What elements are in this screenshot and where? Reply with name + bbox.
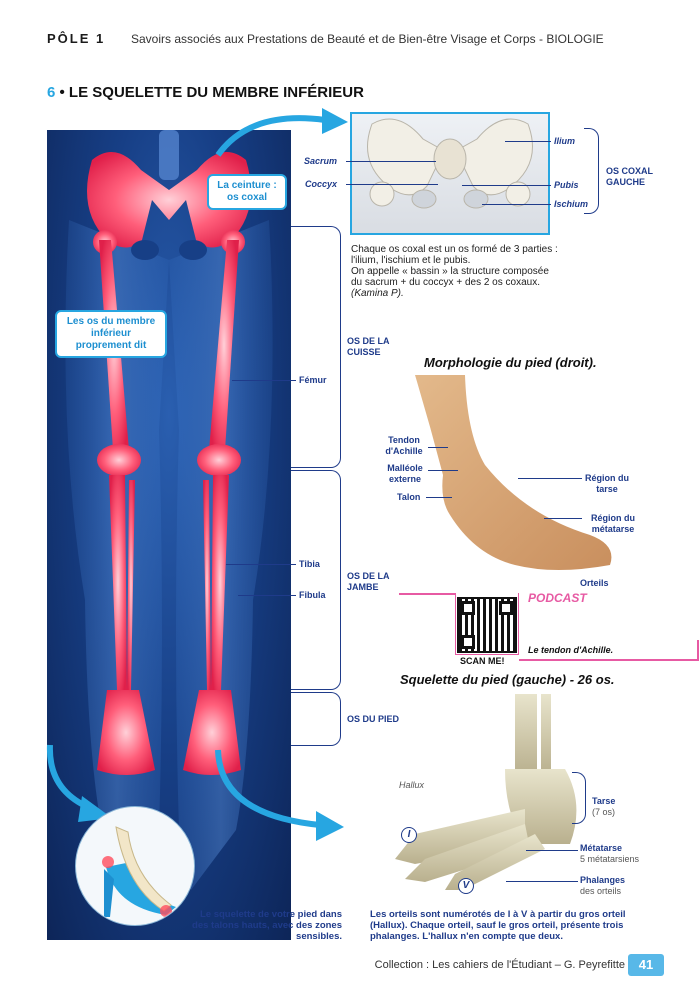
foot-skeleton-image bbox=[395, 694, 577, 890]
heel-drawing bbox=[102, 826, 176, 917]
leader-coccyx bbox=[346, 184, 438, 185]
label-phalanges: Phalanges des orteils bbox=[580, 875, 625, 897]
tarse-count: (7 os) bbox=[592, 807, 616, 817]
label-os-pied: OS DU PIED bbox=[347, 714, 400, 724]
caption-orteils: Les orteils sont numérotés de I à V à pa… bbox=[370, 909, 626, 942]
header-pole: PÔLE 1 bbox=[47, 31, 106, 46]
label-fibula: Fibula bbox=[299, 590, 326, 600]
skeleton-foot-title: Squelette du pied (gauche) - 26 os. bbox=[400, 672, 615, 687]
pelvis-image bbox=[350, 112, 550, 235]
label-os-jambe: OS DE LA JAMBE bbox=[347, 571, 390, 592]
label-region-tarse: Région du tarse bbox=[585, 473, 629, 494]
label-tendon-achille: Tendon d'Achille bbox=[385, 435, 423, 456]
pelvis-text-3: On appelle « bassin » la structure compo… bbox=[351, 266, 549, 277]
roman-one: I bbox=[407, 829, 411, 840]
scan-me-label[interactable]: SCAN ME! bbox=[460, 656, 505, 666]
leader-ischium bbox=[482, 204, 551, 205]
label-orteils: Orteils bbox=[580, 578, 609, 588]
leader-sacrum bbox=[346, 161, 436, 162]
leader-tibia bbox=[226, 564, 296, 565]
leader-malleole bbox=[428, 470, 458, 471]
caption-talons: Le squelette de votre pied dans des talo… bbox=[192, 909, 342, 942]
leader-fibula bbox=[238, 595, 296, 596]
label-talon: Talon bbox=[397, 492, 421, 502]
section-title-text: • LE SQUELETTE DU MEMBRE INFÉRIEUR bbox=[59, 84, 364, 101]
label-ilium: Ilium bbox=[554, 136, 576, 146]
callout-membre-inferieur: Les os du membre inférieur proprement di… bbox=[55, 310, 167, 358]
pelvis-description: Chaque os coxal est un os formé de 3 par… bbox=[351, 244, 631, 299]
phalanges-title: Phalanges bbox=[580, 875, 626, 885]
label-ischium: Ischium bbox=[554, 199, 589, 209]
label-tarse: Tarse (7 os) bbox=[592, 796, 615, 818]
label-femur: Fémur bbox=[299, 375, 327, 385]
leg-skeleton-panel: La ceinture : os coxal Les os du membre … bbox=[47, 130, 291, 940]
section-number: 6 bbox=[47, 84, 56, 101]
bracket-jambe bbox=[291, 470, 341, 690]
label-os-coxal-gauche: OS COXAL GAUCHE bbox=[606, 166, 653, 187]
roman-five: V bbox=[462, 880, 470, 891]
leader-talon bbox=[426, 497, 452, 498]
label-sacrum: Sacrum bbox=[304, 156, 338, 166]
bracket-cuisse bbox=[291, 226, 341, 468]
podcast-topic: Le tendon d'Achille. bbox=[528, 645, 614, 655]
roman-one-badge: I bbox=[401, 827, 417, 843]
leader-tendon bbox=[428, 447, 448, 448]
leader-metatarse-skeleton bbox=[526, 850, 578, 851]
label-region-metatarse: Région du métatarse bbox=[591, 513, 635, 534]
label-malleole-externe: Malléole externe bbox=[387, 463, 423, 484]
callout-ceinture: La ceinture : os coxal bbox=[207, 174, 287, 210]
leg-skeleton-illustration bbox=[65, 130, 273, 890]
leader-pubis bbox=[462, 185, 551, 186]
page-number: 41 bbox=[628, 954, 664, 976]
tarse-title: Tarse bbox=[592, 796, 616, 806]
foot-morphology-image bbox=[415, 375, 612, 570]
leader-metatarse bbox=[544, 518, 582, 519]
metatarse-count: 5 métatarsiens bbox=[580, 854, 640, 864]
pelvis-text-2: l'ilium, l'ischium et le pubis. bbox=[351, 255, 471, 266]
podcast-label: PODCAST bbox=[528, 591, 587, 605]
podcast-line-bottom bbox=[519, 659, 699, 661]
podcast-line-top bbox=[399, 593, 455, 595]
arrow-to-pelvis bbox=[215, 108, 348, 157]
leader-ilium bbox=[505, 141, 551, 142]
bracket-os-coxal bbox=[584, 128, 599, 214]
leader-femur bbox=[232, 380, 296, 381]
leader-tarse bbox=[518, 478, 582, 479]
morpho-title: Morphologie du pied (droit). bbox=[424, 355, 597, 370]
label-coccyx: Coccyx bbox=[305, 179, 338, 189]
label-tibia: Tibia bbox=[299, 559, 320, 569]
section-title: 6 • LE SQUELETTE DU MEMBRE INFÉRIEUR bbox=[47, 84, 364, 101]
label-os-cuisse: OS DE LA CUISSE bbox=[347, 336, 390, 357]
phalanges-sub: des orteils bbox=[580, 886, 622, 896]
leader-phalanges bbox=[506, 881, 578, 882]
bracket-tarse bbox=[572, 772, 586, 824]
footer-collection: Collection : Les cahiers de l'Étudiant –… bbox=[374, 959, 625, 971]
pelvis-credit: (Kamina P). bbox=[351, 288, 404, 299]
podcast-line-right bbox=[697, 640, 699, 660]
header-subtitle: Savoirs associés aux Prestations de Beau… bbox=[131, 32, 604, 46]
high-heel-image bbox=[75, 806, 195, 926]
label-metatarse: Métatarse 5 métatarsiens bbox=[580, 843, 639, 865]
metatarse-title: Métatarse bbox=[580, 843, 623, 853]
arrow-to-foot-skeleton bbox=[215, 749, 344, 841]
pelvis-text-1: Chaque os coxal est un os formé de 3 par… bbox=[351, 244, 558, 255]
bracket-pied bbox=[291, 692, 341, 746]
qr-code bbox=[457, 597, 517, 653]
roman-five-badge: V bbox=[458, 878, 474, 894]
label-pubis: Pubis bbox=[554, 180, 579, 190]
qr-frame bbox=[455, 593, 519, 655]
label-hallux: Hallux bbox=[399, 780, 425, 790]
pelvis-text-4: du sacrum + du coccyx + des 2 os coxaux. bbox=[351, 277, 540, 288]
